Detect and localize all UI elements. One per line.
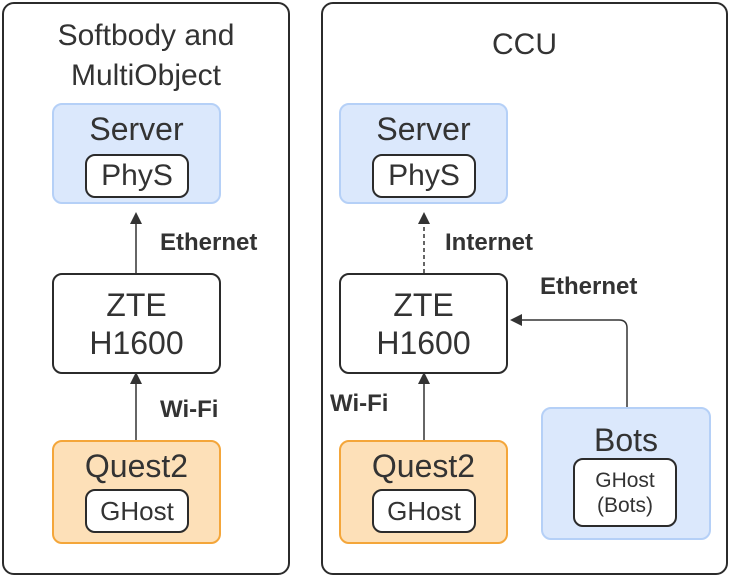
router-label-line1: ZTE [106,286,167,323]
left-ethernet-label: Ethernet [160,229,258,256]
bots-label: Bots [593,422,659,458]
router-label-line2: H1600 [376,324,471,361]
ghost-bots-label-line1: GHost [595,468,655,492]
left-router-box: ZTE H1600 [52,273,221,374]
right-ethernet-link [510,314,628,407]
router-label-line2: H1600 [89,324,184,361]
server-label: Server [376,111,471,147]
right-phys-box: PhyS [372,154,476,198]
right-router-box: ZTE H1600 [339,273,508,374]
phys-label: PhyS [388,159,460,192]
quest2-label: Quest2 [371,448,476,484]
phys-label: PhyS [101,159,173,192]
left-ghost-box: GHost [85,489,189,533]
panel-title-line1: Softbody and [57,19,235,52]
right-ghost-bots-box: GHost (Bots) [573,458,677,527]
quest2-label: Quest2 [84,448,189,484]
router-label-line1: ZTE [393,286,454,323]
left-phys-box: PhyS [85,154,189,198]
panel-title: CCU [492,28,557,61]
ghost-label: GHost [387,495,461,526]
right-ghost-box: GHost [372,489,476,533]
panel-title-line2: MultiObject [70,59,222,92]
server-label: Server [89,111,184,147]
right-ethernet-label: Ethernet [540,273,638,300]
left-wifi-label: Wi-Fi [160,396,219,423]
right-internet-label: Internet [445,229,534,256]
ghost-bots-label-line2: (Bots) [596,493,653,517]
right-wifi-label: Wi-Fi [330,390,389,417]
panel-title: Softbody and MultiObject [4,16,288,96]
ghost-label: GHost [100,495,174,526]
